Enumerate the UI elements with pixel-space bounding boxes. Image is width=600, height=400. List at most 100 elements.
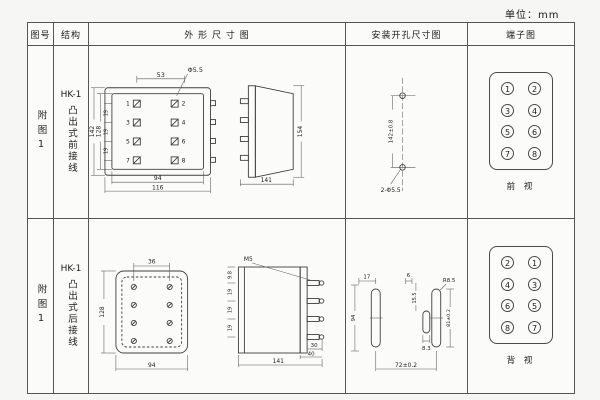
terminal-circle: 5 — [501, 125, 514, 139]
dim-pin-first: 9.8 — [227, 271, 233, 279]
dim-radius: R8.5 — [443, 278, 455, 284]
dim-pitch-3: 19 — [103, 148, 109, 154]
mounting-hole-drawing-rear-wiring: 17 6 15.5 R8.5 94 81±0.2 8.3 72±0.2 — [350, 273, 455, 371]
header-terminal: 端子图 — [468, 23, 574, 46]
dimension-lines — [90, 73, 305, 194]
dim-screw: M5 — [244, 256, 253, 263]
terminal-circle: 3 — [501, 103, 514, 117]
terminal-screws — [132, 99, 179, 165]
terminal-no-8: 8 — [182, 157, 186, 164]
dim-bottom-width: 72±0.2 — [395, 362, 417, 369]
dimension-lines — [100, 262, 323, 371]
front-view-body — [104, 87, 216, 176]
header-fig: 图号 — [28, 23, 54, 46]
terminal-circle: 1 — [501, 82, 514, 96]
header-outline: 外 形 尺 寸 图 — [89, 23, 346, 46]
dim-top-mid: 6 — [407, 273, 411, 279]
terminal-circle: 4 — [501, 277, 514, 291]
dim-pitch-2: 19 — [227, 307, 233, 313]
row1-mounting-cell: 142±0.8 2-Φ5.5 — [346, 46, 468, 219]
dim-pitch-2: 19 — [103, 129, 109, 135]
dim-width-inner: 94 — [154, 175, 162, 182]
structure-type-label: 凸出式后接线 — [66, 279, 77, 348]
terminal-no-1: 1 — [126, 101, 130, 108]
dim-side-height: 154 — [297, 126, 304, 138]
dim-right-height: 81±0.2 — [446, 309, 452, 327]
dim-height-inner: 128 — [95, 126, 102, 138]
row1-terminal-cell: 1 2 3 4 5 6 7 8 前 视 — [468, 46, 574, 219]
header-mounting: 安装开孔尺寸图 — [346, 23, 468, 46]
dim-holes-label: 2-Φ5.5 — [381, 187, 401, 194]
row2-mounting-cell: 17 6 15.5 R8.5 94 81±0.2 8.3 72±0.2 — [346, 219, 468, 393]
terminal-circle: 7 — [501, 146, 514, 160]
row2-terminal-cell: 2 1 4 3 6 5 8 7 背 视 — [468, 219, 574, 393]
mounting-holes — [399, 92, 406, 171]
terminal-circle: 7 — [528, 320, 541, 334]
terminal-circle: 8 — [501, 320, 514, 334]
terminal-no-5: 5 — [126, 138, 130, 145]
terminal-circle: 3 — [528, 277, 541, 291]
terminal-circle: 6 — [501, 299, 514, 313]
terminal-circle: 2 — [528, 82, 541, 96]
model-label: HK-1 — [60, 90, 82, 100]
dim-pitch-3: 19 — [227, 325, 233, 331]
terminal-circle: 5 — [528, 299, 541, 313]
model-label: HK-1 — [60, 264, 82, 274]
dimension-labels: 53 Φ5.5 142 128 19 19 19 94 116 154 141 … — [89, 66, 304, 192]
terminal-no-6: 6 — [182, 138, 186, 145]
dim-width-total: 116 — [152, 185, 164, 192]
dim-top-width: 53 — [157, 71, 165, 79]
mounting-dimension-labels: 17 6 15.5 R8.5 94 81±0.2 8.3 72±0.2 — [351, 273, 455, 369]
terminal-view-caption: 前 视 — [506, 182, 536, 192]
dim-pitch-1: 19 — [103, 110, 109, 116]
dim-width-inner: 94 — [148, 362, 156, 369]
terminal-circle: 8 — [528, 146, 541, 160]
row2-structure-cell: HK-1 凸出式后接线 — [54, 219, 89, 393]
dim-top-left: 17 — [363, 274, 370, 280]
row2-fig-cell: 附图1 — [28, 219, 54, 393]
terminal-circle: 1 — [528, 256, 541, 270]
fig-number: 附图1 — [35, 109, 47, 155]
terminal-view-caption: 背 视 — [506, 356, 536, 366]
side-view-body — [239, 85, 294, 178]
dim-side-width: 141 — [261, 177, 273, 184]
outline-dimension-drawing-front-wiring: 53 Φ5.5 142 128 19 19 19 94 116 154 141 … — [89, 66, 305, 194]
dim-pitch-1: 19 — [227, 289, 233, 295]
mounting-dimension-labels: 142±0.8 2-Φ5.5 — [381, 119, 401, 194]
outline-dimension-drawing-rear-wiring: 36 128 94 M5 9.8 19 19 19 30 40 141 — [99, 256, 325, 371]
terminal-box: 1 2 3 4 5 6 7 8 — [489, 72, 553, 170]
row2-outline-cell: 36 128 94 M5 9.8 19 19 19 30 40 141 — [89, 219, 346, 393]
terminal-circle: 4 — [528, 103, 541, 117]
terminal-no-7: 7 — [126, 157, 130, 164]
terminal-no-4: 4 — [182, 120, 186, 127]
dim-side-width: 141 — [273, 358, 285, 365]
unit-label: 单位：mm — [505, 10, 560, 21]
dim-height-total: 142 — [89, 126, 96, 138]
row1-outline-cell: 53 Φ5.5 142 128 19 19 19 94 116 154 141 … — [89, 46, 346, 219]
rear-view-body — [115, 270, 189, 354]
header-structure: 结构 — [54, 23, 89, 46]
dim-left-height: 94 — [351, 314, 357, 322]
row1-structure-cell: HK-1 凸出式前接线 — [54, 46, 89, 219]
mounting-dimension-lines — [350, 278, 455, 371]
fig-number: 附图1 — [35, 283, 47, 329]
side-view-body — [237, 266, 325, 354]
row1-fig-cell: 附图1 — [28, 46, 54, 219]
terminal-circle: 2 — [501, 256, 514, 270]
mounting-dimension-lines — [390, 77, 416, 192]
terminal-diagram-front: 1 2 3 4 5 6 7 8 前 视 — [489, 72, 553, 192]
dim-pin-len2: 40 — [308, 351, 315, 357]
terminal-circle: 6 — [528, 125, 541, 139]
dim-hole-spacing: 142±0.8 — [389, 119, 395, 143]
dim-height-inner: 128 — [99, 306, 106, 318]
dimension-table: 图号 结构 外 形 尺 寸 图 安装开孔尺寸图 端子图 附图1 HK-1 凸出式… — [27, 22, 575, 394]
terminal-no-2: 2 — [182, 101, 186, 108]
dim-top-mid2: 15.5 — [412, 292, 418, 303]
mounting-hole-drawing-front-wiring: 142±0.8 2-Φ5.5 — [381, 77, 416, 194]
terminal-box: 2 1 4 3 6 5 8 7 — [489, 246, 553, 344]
dim-pin-len: 30 — [311, 343, 318, 349]
dim-center-width: 8.3 — [422, 346, 431, 352]
terminal-no-3: 3 — [126, 120, 130, 127]
terminal-diagram-rear: 2 1 4 3 6 5 8 7 背 视 — [489, 246, 553, 366]
dim-hole-diameter: Φ5.5 — [188, 66, 203, 74]
